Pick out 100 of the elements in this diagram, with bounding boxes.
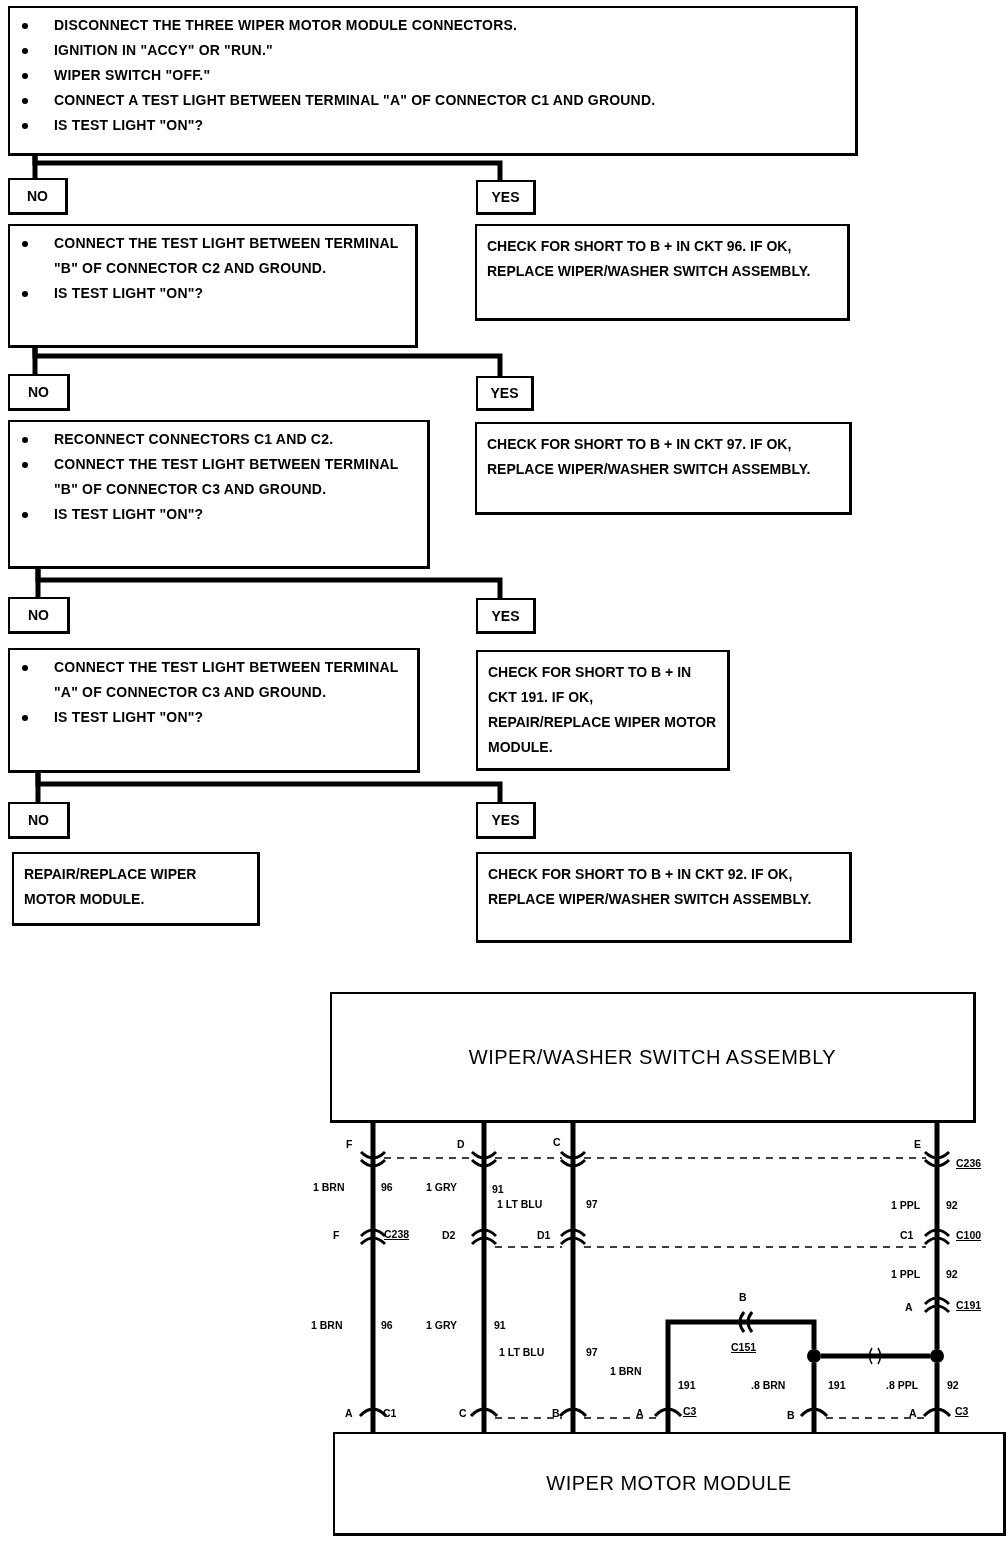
pin-label: C bbox=[459, 1407, 467, 1419]
step-box bbox=[8, 6, 858, 156]
pin-label: B bbox=[552, 1407, 560, 1419]
step-text: IGNITION IN "ACCY" OR "RUN." bbox=[16, 38, 849, 63]
step-box bbox=[8, 420, 430, 569]
answer-text: NO bbox=[28, 384, 49, 400]
wire bbox=[570, 1123, 576, 1432]
result-box bbox=[476, 852, 852, 943]
step-text: CONNECT THE TEST LIGHT BETWEEN TERMINAL "B" OF CONNECTOR C3 AND GROUND. bbox=[16, 452, 421, 502]
result-text: CHECK FOR SHORT TO B + IN CKT 92. IF OK, REPLACE WIPER/WASHER SWITCH ASSEMBLY. bbox=[488, 865, 813, 909]
wire-color-label: 1 BRN bbox=[610, 1365, 642, 1377]
pin-label: D bbox=[457, 1138, 465, 1150]
wire-color-label: 1 LT BLU bbox=[499, 1346, 545, 1358]
wire-color-label: 1 GRY bbox=[426, 1181, 458, 1193]
answer-tag bbox=[8, 597, 70, 634]
wire bbox=[821, 1353, 930, 1359]
circuit-number: 91 bbox=[492, 1183, 504, 1195]
step-text: CONNECT A TEST LIGHT BETWEEN TERMINAL "A" OF CONNECTOR C1 AND GROUND. bbox=[16, 88, 849, 113]
pin-label: F bbox=[346, 1138, 353, 1150]
pin-label: A bbox=[909, 1407, 917, 1419]
wire bbox=[934, 1123, 940, 1349]
component-name: WIPER/WASHER SWITCH ASSEMBLY bbox=[468, 1045, 837, 1069]
pin-label: B bbox=[787, 1409, 795, 1421]
component-box bbox=[333, 1432, 1006, 1536]
circuit-number: 92 bbox=[947, 1379, 959, 1391]
pin-label: A bbox=[636, 1407, 644, 1419]
pin-label: A bbox=[345, 1407, 353, 1419]
connector-id: C3 bbox=[683, 1405, 697, 1417]
pin-label: B bbox=[739, 1291, 747, 1303]
result-box bbox=[12, 852, 260, 926]
step-text: IS TEST LIGHT "ON"? bbox=[16, 502, 421, 527]
wire-color-label: .8 BRN bbox=[751, 1379, 786, 1391]
wire bbox=[811, 1363, 817, 1432]
connector-id: C238 bbox=[384, 1228, 410, 1240]
circuit-number: 91 bbox=[494, 1319, 506, 1331]
component-box bbox=[330, 992, 976, 1123]
connector-id: C3 bbox=[955, 1405, 969, 1417]
connector-id: C100 bbox=[956, 1229, 982, 1241]
result-text: REPAIR/REPLACE WIPER MOTOR MODULE. bbox=[24, 865, 198, 909]
circuit-number: 92 bbox=[946, 1268, 958, 1280]
answer-tag bbox=[476, 598, 536, 634]
wire bbox=[370, 1123, 376, 1432]
component-name: WIPER MOTOR MODULE bbox=[546, 1472, 792, 1495]
result-text: CHECK FOR SHORT TO B + IN CKT 191. IF OK, REPAIR/REPLACE WIPER MOTOR MODULE. bbox=[488, 663, 717, 757]
wire-color-label: .8 PPL bbox=[886, 1379, 919, 1391]
circuit-number: 92 bbox=[946, 1199, 958, 1211]
connector-id: C191 bbox=[956, 1299, 982, 1311]
answer-text: YES bbox=[490, 385, 519, 401]
step-text: IS TEST LIGHT "ON"? bbox=[16, 705, 411, 730]
wire bbox=[481, 1123, 487, 1432]
result-box bbox=[475, 224, 850, 321]
answer-text: YES bbox=[491, 812, 520, 828]
flow-line bbox=[32, 348, 503, 376]
connector-id: C236 bbox=[956, 1157, 982, 1169]
flow-line bbox=[35, 773, 503, 802]
wire-color-label: 1 BRN bbox=[313, 1181, 345, 1193]
circuit-number: 97 bbox=[586, 1346, 598, 1358]
circuit-number: 191 bbox=[678, 1379, 696, 1391]
flow-line bbox=[35, 569, 503, 598]
wire bbox=[665, 1319, 817, 1432]
pin-label: D1 bbox=[537, 1229, 551, 1241]
wire-color-label: 1 LT BLU bbox=[497, 1198, 543, 1210]
step-text: RECONNECT CONNECTORS C1 AND C2. bbox=[16, 427, 421, 452]
step-box bbox=[8, 224, 418, 348]
circuit-number: 97 bbox=[586, 1198, 598, 1210]
pin-label: C bbox=[553, 1136, 561, 1148]
pin-label: A bbox=[905, 1301, 913, 1313]
wire-color-label: 1 BRN bbox=[311, 1319, 343, 1331]
step-text: CONNECT THE TEST LIGHT BETWEEN TERMINAL "B" OF CONNECTOR C2 AND GROUND. bbox=[16, 231, 409, 281]
connector-id: C151 bbox=[731, 1341, 757, 1353]
answer-tag bbox=[476, 802, 536, 839]
flow-line bbox=[32, 156, 503, 180]
answer-text: NO bbox=[27, 188, 48, 204]
result-box bbox=[476, 650, 730, 771]
step-box bbox=[8, 648, 420, 773]
step-text: WIPER SWITCH "OFF." bbox=[16, 63, 849, 88]
splice-dot bbox=[807, 1349, 821, 1363]
wire-color-label: 1 PPL bbox=[891, 1268, 921, 1280]
step-text: CONNECT THE TEST LIGHT BETWEEN TERMINAL "A" OF CONNECTOR C3 AND GROUND. bbox=[16, 655, 411, 705]
circuit-number: 96 bbox=[381, 1319, 393, 1331]
answer-text: YES bbox=[491, 607, 520, 624]
answer-tag bbox=[476, 180, 536, 215]
pin-label: D2 bbox=[442, 1229, 456, 1241]
step-text: IS TEST LIGHT "ON"? bbox=[16, 281, 409, 306]
step-text: DISCONNECT THE THREE WIPER MOTOR MODULE CONNECTORS. bbox=[16, 13, 849, 38]
circuit-number: 96 bbox=[381, 1181, 393, 1193]
pin-label: C1 bbox=[900, 1229, 914, 1241]
answer-text: YES bbox=[491, 189, 520, 205]
answer-tag bbox=[476, 376, 534, 411]
step-text: IS TEST LIGHT "ON"? bbox=[16, 113, 849, 138]
wire-color-label: 1 GRY bbox=[426, 1319, 458, 1331]
result-text: CHECK FOR SHORT TO B + IN CKT 97. IF OK, REPLACE WIPER/WASHER SWITCH ASSEMBLY. bbox=[487, 435, 812, 479]
pin-label: E bbox=[914, 1138, 921, 1150]
answer-text: NO bbox=[28, 812, 49, 828]
wire bbox=[934, 1363, 940, 1432]
pin-label: F bbox=[333, 1229, 340, 1241]
result-box bbox=[475, 422, 852, 515]
circuit-number: 191 bbox=[828, 1379, 846, 1391]
answer-tag bbox=[8, 374, 70, 411]
splice-dot bbox=[930, 1349, 944, 1363]
